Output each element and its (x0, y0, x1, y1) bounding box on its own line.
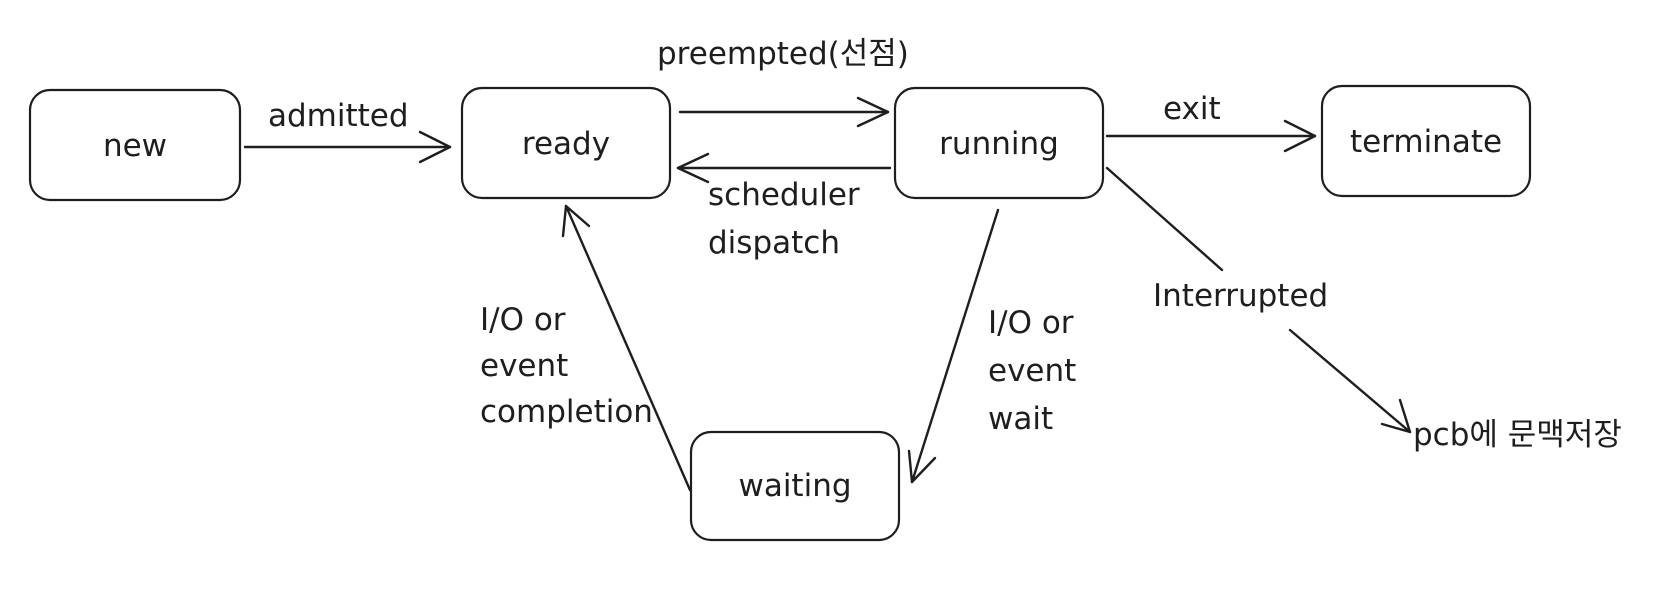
edge-admitted (243, 130, 452, 164)
edge-io-wait-label-line3: wait (988, 401, 1053, 437)
edge-io-completion-label-line3: completion (480, 394, 653, 430)
node-waiting-box (689, 430, 901, 542)
edge-io-completion-line (564, 204, 692, 492)
node-ready[interactable]: ready (460, 86, 672, 200)
node-running-box (893, 86, 1105, 200)
node-pcb-label: pcb에 문맥저장 (1413, 417, 1622, 453)
edge-exit-arrowhead (1283, 119, 1317, 153)
node-running[interactable]: running (893, 86, 1105, 200)
node-running-label: running (939, 126, 1059, 162)
node-terminate-label: terminate (1350, 124, 1502, 160)
edge-preempted-arrowhead (856, 96, 890, 128)
node-waiting-label: waiting (738, 468, 851, 504)
edge-admitted-label: admitted (268, 98, 409, 134)
edge-admitted-arrowhead (418, 130, 452, 164)
edge-scheduler-arrowhead (676, 152, 710, 184)
edge-interrupted-line-lower (1288, 328, 1412, 434)
node-new[interactable]: new (28, 88, 242, 202)
edge-io-wait (907, 208, 1000, 484)
edge-scheduler-label-line1: scheduler (708, 177, 860, 213)
edge-io-completion (561, 204, 692, 492)
edge-scheduler-label-line2: dispatch (708, 225, 840, 261)
edge-interrupted-arrowhead (1380, 398, 1412, 434)
node-new-label: new (103, 128, 167, 164)
edge-scheduler (676, 152, 892, 184)
edge-io-wait-label-line2: event (988, 353, 1076, 389)
edge-io-wait-label-line1: I/O or (988, 305, 1074, 341)
edge-exit (1105, 119, 1317, 153)
edge-preempted-label: preempted(선점) (657, 36, 909, 72)
edge-io-completion-label-line1: I/O or (480, 302, 566, 338)
node-ready-box (460, 86, 672, 200)
node-waiting[interactable]: waiting (689, 430, 901, 542)
edge-io-completion-label-line2: event (480, 348, 568, 384)
node-ready-label: ready (522, 126, 610, 162)
edge-exit-label: exit (1163, 91, 1221, 127)
node-new-box (28, 88, 242, 202)
node-terminate[interactable]: terminate (1320, 84, 1532, 198)
edge-interrupted-line-upper (1105, 166, 1224, 272)
edge-io-wait-arrowhead (907, 449, 937, 484)
edge-interrupted (1105, 166, 1412, 434)
edge-preempted (678, 96, 890, 128)
edge-io-wait-line (910, 208, 1000, 484)
edge-io-completion-arrowhead (561, 204, 591, 238)
node-terminate-box (1320, 84, 1532, 198)
edge-interrupted-label: Interrupted (1153, 278, 1328, 314)
